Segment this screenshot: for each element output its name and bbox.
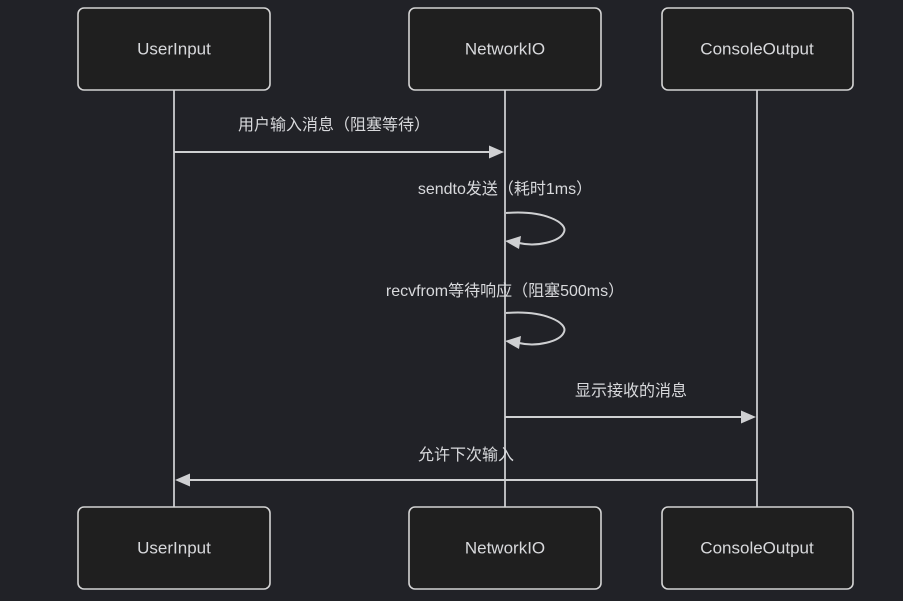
message-label-recvfrom: recvfrom等待响应（阻塞500ms） (386, 281, 624, 300)
message-arrowhead-display (741, 410, 756, 424)
participant-box-consoleoutput-top[interactable] (661, 7, 854, 91)
message-display[interactable]: 显示接收的消息 (505, 382, 756, 424)
participants-bottom: UserInput NetworkIO ConsoleOutput (77, 506, 854, 590)
participant-box-networkio-top[interactable] (408, 7, 602, 91)
participant-label-networkio-bottom: NetworkIO (465, 538, 545, 557)
message-arrowhead-user-input (489, 145, 504, 159)
message-label-sendto: sendto发送（耗时1ms） (418, 180, 592, 198)
participant-label-consoleoutput-bottom: ConsoleOutput (700, 538, 814, 557)
participant-label-userinput-top: UserInput (137, 39, 211, 58)
message-sendto[interactable]: sendto发送（耗时1ms） (418, 180, 592, 249)
message-allow-next[interactable]: 允许下次输入 (175, 446, 757, 487)
message-arrowhead-allow-next (175, 473, 190, 487)
message-arrowhead-recvfrom (505, 336, 521, 349)
participant-box-networkio-bottom[interactable] (408, 506, 602, 590)
message-user-input[interactable]: 用户输入消息（阻塞等待） (174, 116, 504, 159)
participant-box-userinput-top[interactable] (77, 7, 271, 91)
message-label-display: 显示接收的消息 (575, 382, 687, 400)
message-label-user-input: 用户输入消息（阻塞等待） (238, 116, 430, 134)
participant-label-userinput-bottom: UserInput (137, 538, 211, 557)
message-loop-sendto (505, 211, 566, 246)
message-arrowhead-sendto (505, 236, 521, 249)
participant-label-networkio-top: NetworkIO (465, 39, 545, 58)
participant-label-consoleoutput-top: ConsoleOutput (700, 39, 814, 58)
lifelines-layer (173, 90, 758, 507)
message-label-allow-next: 允许下次输入 (418, 446, 514, 464)
participant-box-consoleoutput-bottom[interactable] (661, 506, 854, 590)
message-recvfrom[interactable]: recvfrom等待响应（阻塞500ms） (386, 281, 624, 349)
participant-box-userinput-bottom[interactable] (77, 506, 271, 590)
message-loop-recvfrom (505, 311, 566, 346)
participants-top: UserInput NetworkIO ConsoleOutput (77, 7, 854, 91)
